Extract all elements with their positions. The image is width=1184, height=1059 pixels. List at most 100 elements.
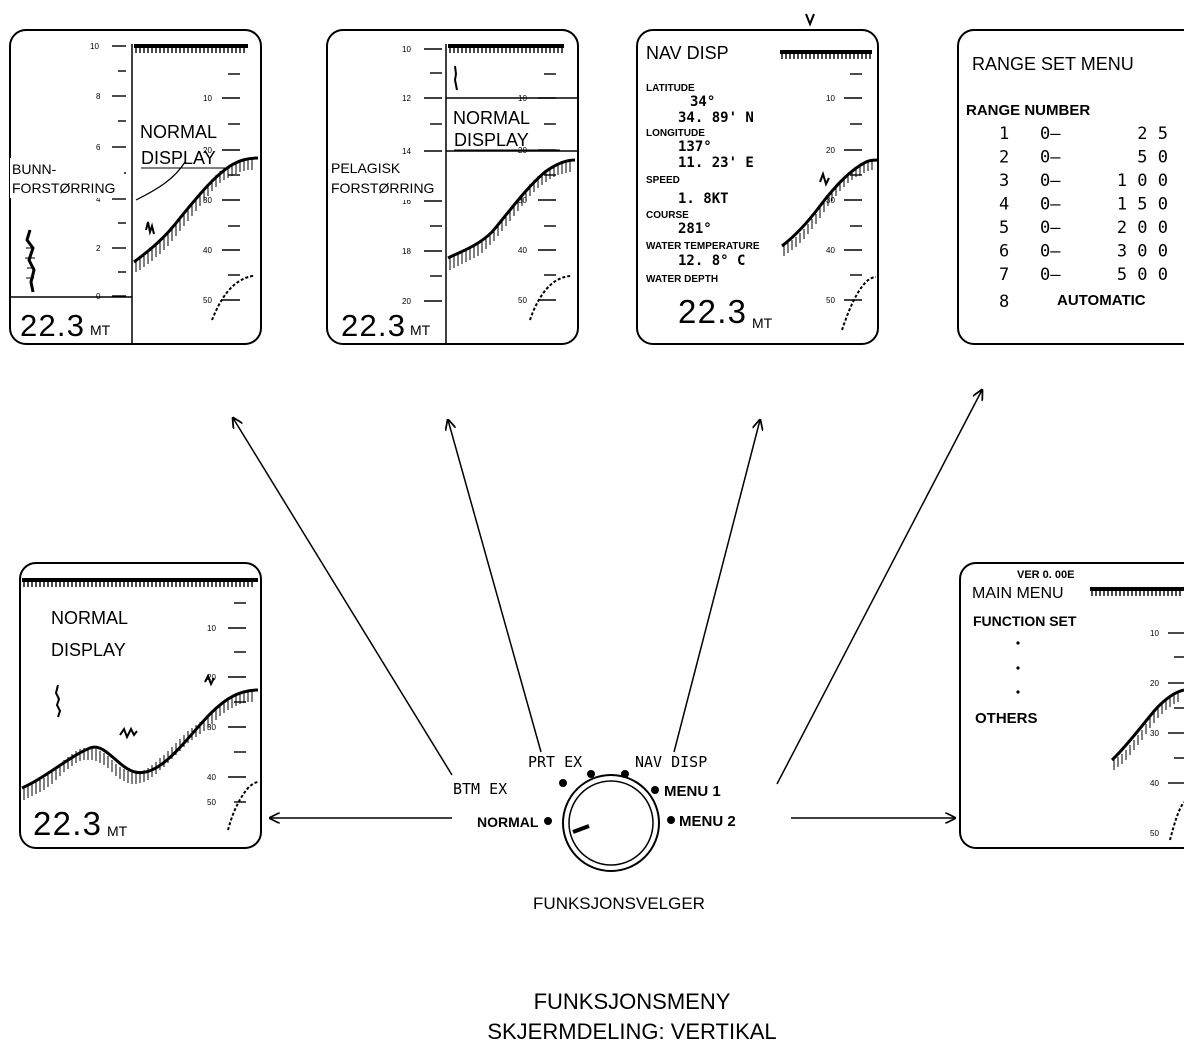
tick-label: 40 bbox=[1150, 779, 1159, 788]
tick-label: 30 bbox=[826, 196, 835, 205]
range-num: 1 bbox=[999, 124, 1009, 144]
tick-label: 6 bbox=[96, 143, 101, 152]
range-from: 0— bbox=[1040, 242, 1061, 262]
tick-label: 30 bbox=[518, 196, 527, 205]
arrow-to-nav-display bbox=[673, 420, 760, 753]
expansion-label: BUNN- bbox=[12, 161, 57, 177]
nav-data: LATITUDE 34° 34. 89' N LONGITUDE 137° 11… bbox=[646, 83, 760, 285]
callout-line bbox=[135, 161, 186, 201]
function-selector: PRT EX NAV DISP BTM EX MENU 1 NORMAL MEN… bbox=[453, 753, 736, 913]
range-num: 5 bbox=[999, 218, 1009, 238]
menu-header: RANGE NUMBER bbox=[966, 102, 1090, 119]
position-label-normal: NORMAL bbox=[477, 814, 539, 830]
tick-label: 10 bbox=[90, 42, 99, 51]
screen-nav-display: 10 20 30 40 50 NAV DISP LATITUDE 34° 34.… bbox=[636, 13, 879, 345]
top-ruler bbox=[780, 50, 872, 59]
second-echo bbox=[529, 275, 573, 321]
course-value: 281° bbox=[678, 221, 712, 237]
screen-frame bbox=[326, 29, 579, 345]
top-ruler bbox=[134, 44, 248, 53]
position-dot-nav-disp[interactable] bbox=[621, 770, 629, 778]
screen-normal: 10 20 30 40 50 NORMAL DISPLAY 22.3 MT bbox=[19, 562, 262, 849]
range-from: 0— bbox=[1040, 171, 1061, 191]
range-from: 0— bbox=[1040, 148, 1061, 168]
range-to: 5 0 0 bbox=[1117, 265, 1168, 285]
range-to: 1 5 0 bbox=[1117, 195, 1168, 215]
screen-main-menu: VER 0. 00E MAIN MENU FUNCTION SET OTHERS… bbox=[959, 562, 1184, 849]
tick-label: 30 bbox=[1150, 729, 1159, 738]
selector-knob[interactable] bbox=[562, 774, 660, 872]
arrow-to-bottom-expansion bbox=[233, 418, 453, 776]
range-num: 3 bbox=[999, 171, 1009, 191]
longitude-min: 11. 23' E bbox=[678, 155, 754, 171]
depth-value: 22.3 bbox=[678, 293, 746, 330]
tick-label: 50 bbox=[1150, 829, 1159, 838]
screen-pelagic-expansion: 10 12 14 16 18 20 10 20 30 40 50 bbox=[326, 29, 579, 345]
bottom-echo-hatch bbox=[783, 160, 873, 256]
arrows bbox=[233, 390, 982, 818]
arrow-to-pelagic-expansion bbox=[448, 420, 542, 753]
mode-label: NORMAL bbox=[51, 608, 128, 628]
water-temp-label: WATER TEMPERATURE bbox=[646, 241, 760, 252]
version-label: VER 0. 00E bbox=[1017, 569, 1074, 581]
water-temp-value: 12. 8° C bbox=[678, 253, 745, 269]
tick-label: 2 bbox=[96, 244, 101, 253]
latitude-label: LATITUDE bbox=[646, 83, 695, 94]
bottom-echo-hatch bbox=[449, 160, 571, 270]
range-num: 4 bbox=[999, 195, 1009, 215]
right-scale bbox=[1168, 632, 1184, 784]
bottom-echo-hatch bbox=[135, 158, 253, 272]
position-dot-prt-ex[interactable] bbox=[587, 770, 595, 778]
range-from: 0— bbox=[1040, 195, 1061, 215]
arrow-to-range-menu bbox=[776, 390, 982, 785]
mode-label: DISPLAY bbox=[141, 148, 216, 168]
position-dot-menu1[interactable] bbox=[651, 786, 659, 794]
expansion-label: PELAGISK bbox=[331, 160, 401, 176]
tick-label: 50 bbox=[203, 296, 212, 305]
menu-title: MAIN MENU bbox=[972, 585, 1064, 602]
range-automatic: AUTOMATIC bbox=[1057, 292, 1146, 309]
depth-unit: MT bbox=[752, 315, 773, 331]
mode-label: NORMAL bbox=[453, 108, 530, 128]
tick-label: 0 bbox=[96, 292, 101, 301]
fish-echo bbox=[145, 221, 155, 236]
range-from: 0— bbox=[1040, 218, 1061, 238]
second-echo bbox=[227, 781, 259, 831]
left-scale-labels: 10 12 14 16 18 20 bbox=[402, 45, 411, 306]
tick-label: 40 bbox=[207, 773, 216, 782]
bottom-echo-hatch bbox=[1113, 692, 1179, 770]
bottom-echo bbox=[1110, 688, 1184, 762]
tick-label: 50 bbox=[207, 798, 216, 807]
longitude-deg: 137° bbox=[678, 139, 712, 155]
tick-label: 10 bbox=[207, 624, 216, 633]
position-dot-menu2[interactable] bbox=[667, 816, 675, 824]
tick-label: 8 bbox=[96, 92, 101, 101]
tick-label: 50 bbox=[826, 296, 835, 305]
tick-label: 40 bbox=[203, 246, 212, 255]
depth-unit: MT bbox=[90, 322, 111, 338]
course-label: COURSE bbox=[646, 210, 689, 221]
latitude-min: 34. 89' N bbox=[678, 110, 754, 126]
caption-subtitle: SKJERMDELING: VERTIKAL bbox=[487, 1019, 776, 1044]
water-depth-label: WATER DEPTH bbox=[646, 274, 718, 285]
expanded-bottom-echo bbox=[25, 229, 36, 293]
tick-label: 10 bbox=[1150, 629, 1159, 638]
selector-pointer bbox=[572, 824, 590, 834]
screen-frame bbox=[957, 29, 1184, 345]
screen-frame bbox=[636, 29, 879, 345]
fish-echo bbox=[819, 170, 830, 187]
left-scale bbox=[424, 48, 442, 302]
right-scale-labels: 10 20 30 40 50 bbox=[207, 624, 216, 807]
right-scale bbox=[844, 73, 862, 301]
second-echo bbox=[1169, 801, 1184, 841]
right-scale-labels: 10 20 30 40 50 bbox=[203, 94, 212, 305]
position-dot-btm-ex[interactable] bbox=[559, 779, 567, 787]
selector-knob-inner bbox=[568, 780, 654, 866]
top-ruler bbox=[1090, 587, 1184, 596]
bottom-echo bbox=[133, 156, 259, 264]
mode-label: DISPLAY bbox=[454, 130, 529, 150]
position-dot-normal[interactable] bbox=[544, 817, 552, 825]
tick-label: 20 bbox=[402, 297, 411, 306]
